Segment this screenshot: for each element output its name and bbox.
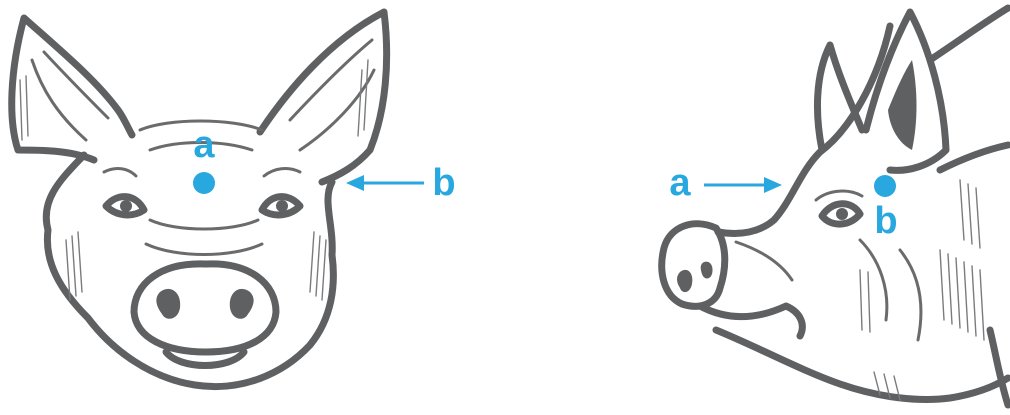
side-dot [874,175,896,197]
front-dot [193,172,215,194]
side-arrow-label: a [669,162,691,204]
pig-head-side-icon [662,8,1008,405]
front-marker-a: a [193,124,215,194]
side-marker-b: b [874,175,898,242]
front-marker-b: b [346,162,456,204]
side-arrow-head [764,177,782,193]
front-dot-label: a [193,124,215,166]
side-marker-a: a [669,162,782,204]
front-arrow-label: b [432,162,455,204]
front-arrow-head [346,175,364,191]
side-dot-label: b [874,200,897,242]
pig-head-front-icon [12,12,387,387]
